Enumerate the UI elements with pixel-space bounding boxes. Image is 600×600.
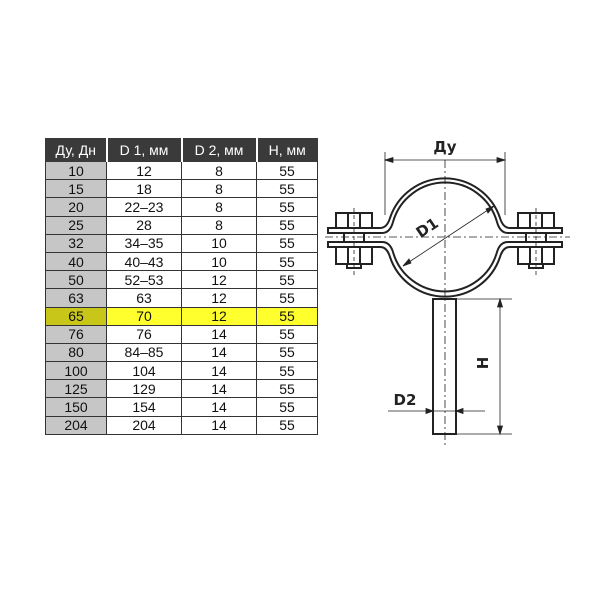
cell-dn: 40 [45,251,107,272]
clamp-lower-band [327,241,563,298]
cell-d2: 8 [181,160,257,181]
cell-dn: 20 [45,197,107,217]
cell-h: 55 [256,379,318,399]
cell-d1: 129 [106,379,182,399]
cell-h: 55 [256,415,318,435]
cell-d1: 12 [106,160,182,181]
cell-dn: 32 [45,233,107,253]
cell-h: 55 [256,324,318,344]
cell-d2: 14 [181,415,257,435]
cell-d2: 14 [181,361,257,381]
cell-h: 55 [256,397,318,417]
label-dy: Ду [433,138,456,156]
cell-d1: 40–43 [106,251,182,272]
cell-d2: 14 [181,324,257,344]
cell-d1: 70 [106,306,182,326]
cell-d2: 10 [181,251,257,272]
header-d1: D 1, мм [106,138,183,162]
table-header-row: Ду, Дн D 1, мм D 2, мм H, мм [45,138,318,162]
right-bolt-assembly [517,212,555,269]
cell-h: 55 [256,361,318,381]
cell-d1: 154 [106,397,182,417]
cell-dn: 25 [45,215,107,235]
cell-dn: 150 [45,397,107,417]
threaded-rod [432,298,457,435]
cell-dn: 125 [45,379,107,399]
pipe-clamp-drawing: Ду D1 H D2 [325,138,570,445]
cell-h: 55 [256,306,318,326]
cell-d2: 8 [181,179,257,199]
cell-d2: 8 [181,197,257,217]
cell-d2: 12 [181,270,257,290]
cell-h: 55 [256,288,318,308]
label-d1: D1 [413,214,442,242]
cell-d1: 104 [106,361,182,381]
cell-h: 55 [256,179,318,199]
cell-d2: 8 [181,215,257,235]
cell-dn: 63 [45,288,107,308]
header-d2: D 2, мм [181,138,258,162]
label-d2: D2 [394,391,417,409]
cell-dn: 10 [45,160,107,181]
cell-dn: 76 [45,324,107,344]
left-bolt-assembly [335,212,373,269]
cell-dn: 80 [45,342,107,363]
cell-d2: 14 [181,379,257,399]
cell-d2: 14 [181,342,257,363]
cell-d1: 52–53 [106,270,182,290]
cell-h: 55 [256,342,318,363]
cell-d1: 63 [106,288,182,308]
cell-d2: 12 [181,306,257,326]
cell-dn: 100 [45,361,107,381]
cell-d1: 22–23 [106,197,182,217]
cell-h: 55 [256,160,318,181]
clamp-upper-band [327,177,563,234]
header-h: H, мм [256,138,318,162]
cell-dn: 65 [45,306,107,326]
cell-d1: 204 [106,415,182,435]
cell-h: 55 [256,197,318,217]
cell-dn: 204 [45,415,107,435]
cell-d1: 76 [106,324,182,344]
cell-d1: 84–85 [106,342,182,363]
cell-dn: 50 [45,270,107,290]
cell-d2: 10 [181,233,257,253]
cell-d1: 18 [106,179,182,199]
cell-d1: 34–35 [106,233,182,253]
cell-h: 55 [256,270,318,290]
cell-h: 55 [256,215,318,235]
cell-dn: 15 [45,179,107,199]
cell-d2: 12 [181,288,257,308]
header-dn: Ду, Дн [45,138,108,162]
cell-d2: 14 [181,397,257,417]
cell-d1: 28 [106,215,182,235]
cell-h: 55 [256,233,318,253]
cell-h: 55 [256,251,318,272]
label-h: H [474,357,492,370]
